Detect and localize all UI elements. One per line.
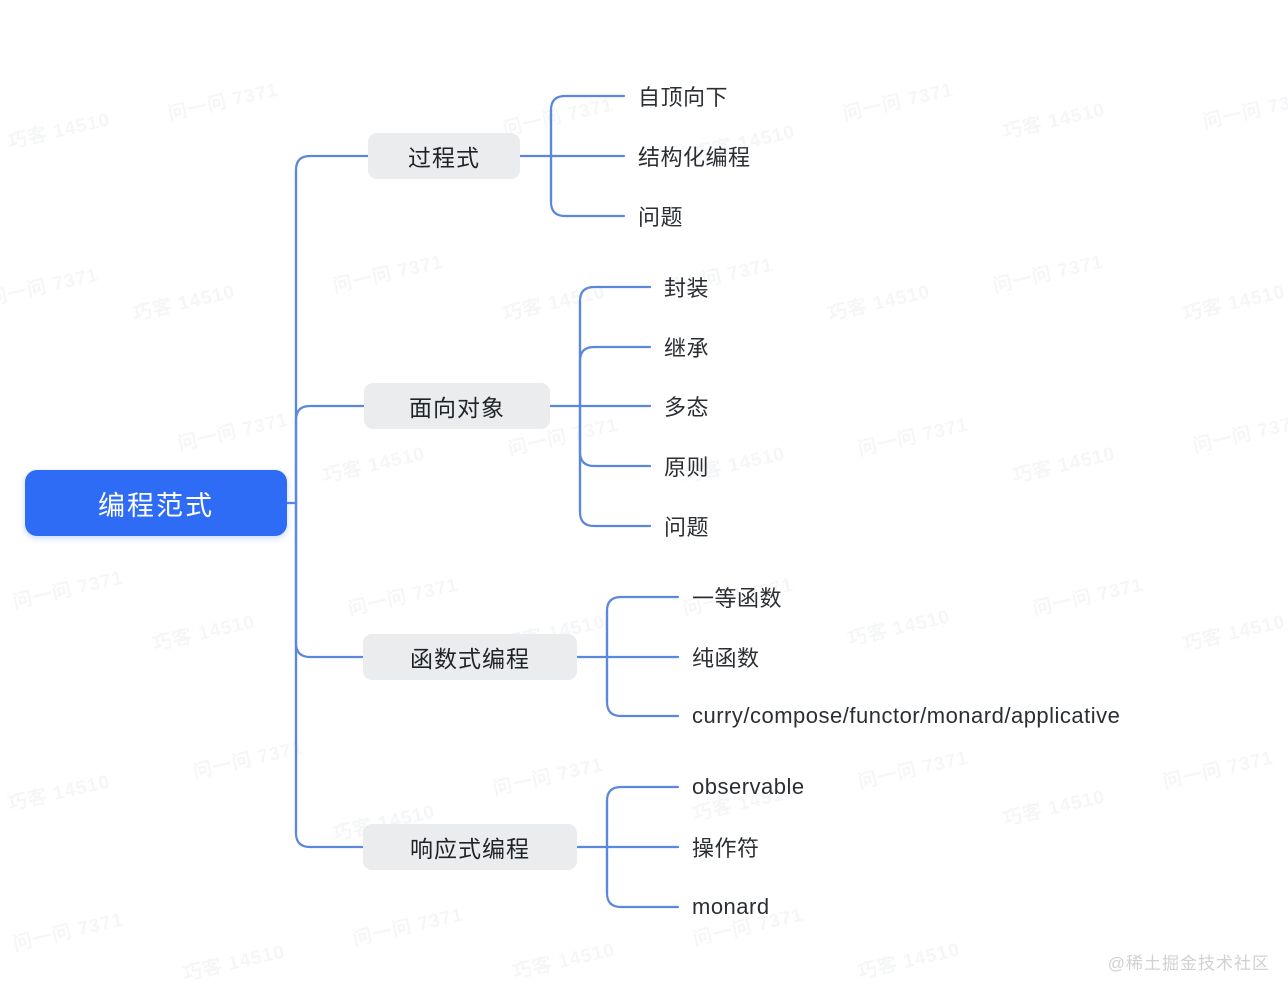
watermark-text: 巧客 14510 xyxy=(846,606,953,651)
watermark-text: 问一问 7371 xyxy=(351,904,466,951)
branch-node-label: 面向对象 xyxy=(409,395,505,421)
leaf-connector-4-3 xyxy=(605,845,680,909)
leaf-node-label: 多态 xyxy=(664,395,710,420)
watermark-text: 问一问 7371 xyxy=(346,574,461,621)
branch-node-label: 过程式 xyxy=(408,145,480,171)
leaf-node-3-3[interactable]: curry/compose/functor/monard/applicative xyxy=(692,700,1120,732)
watermark-text: 巧客 14510 xyxy=(1181,611,1288,656)
watermark-text: 巧客 14510 xyxy=(131,281,238,326)
watermark-text: 巧客 14510 xyxy=(1001,99,1108,144)
watermark-text: 问一问 7371 xyxy=(1161,747,1276,794)
leaf-node-label: 原则 xyxy=(664,455,710,480)
leaf-node-3-2[interactable]: 纯函数 xyxy=(692,641,760,673)
watermark-text: 巧客 14510 xyxy=(856,939,963,984)
root-node[interactable]: 编程范式 xyxy=(25,470,287,536)
watermark-text: 巧客 14510 xyxy=(511,939,618,984)
leaf-node-2-2[interactable]: 继承 xyxy=(664,331,709,363)
leaf-node-1-3[interactable]: 问题 xyxy=(638,200,683,232)
watermark-text: 问一问 7371 xyxy=(991,251,1106,298)
watermark-text: 问一问 7371 xyxy=(1201,87,1288,134)
watermark-text: 问一问 7371 xyxy=(1031,574,1146,621)
watermark-text: 巧客 14510 xyxy=(501,281,608,326)
watermark-text: 问一问 7371 xyxy=(191,737,306,784)
watermark-text: 问一问 7371 xyxy=(0,264,101,311)
watermark-text: 问一问 7371 xyxy=(841,79,956,126)
watermark-text: 巧客 14510 xyxy=(181,941,288,986)
leaf-connector-4-1 xyxy=(605,785,680,849)
leaf-connector-2-4 xyxy=(578,404,652,468)
branch-node-label: 响应式编程 xyxy=(410,836,530,862)
leaf-node-4-3[interactable]: monard xyxy=(692,891,770,923)
leaf-node-label: 自顶向下 xyxy=(638,85,729,110)
watermark-text: 问一问 7371 xyxy=(1191,411,1288,458)
branch-connector-1 xyxy=(294,154,370,505)
branch-node-3[interactable]: 函数式编程 xyxy=(363,634,577,680)
leaf-node-4-1[interactable]: observable xyxy=(692,771,805,803)
leaf-node-label: observable xyxy=(692,774,805,799)
watermark-text: 巧客 14510 xyxy=(826,281,933,326)
watermark-text: 巧客 14510 xyxy=(6,109,113,154)
watermark-text: 问一问 7371 xyxy=(501,94,616,141)
leaf-node-1-2[interactable]: 结构化编程 xyxy=(638,140,751,172)
branch-connector-2 xyxy=(294,404,366,505)
watermark-text: 问一问 7371 xyxy=(331,251,446,298)
leaf-node-4-2[interactable]: 操作符 xyxy=(692,831,760,863)
leaf-node-label: 封装 xyxy=(664,276,710,301)
leaf-node-label: 操作符 xyxy=(692,836,760,861)
leaf-node-1-1[interactable]: 自顶向下 xyxy=(638,80,728,112)
watermark-text: 巧客 14510 xyxy=(6,771,113,816)
watermark-text: 巧客 14510 xyxy=(321,443,428,488)
leaf-node-2-1[interactable]: 封装 xyxy=(664,271,709,303)
branch-node-label: 函数式编程 xyxy=(410,646,530,672)
branch-connector-3 xyxy=(294,501,365,659)
leaf-node-2-5[interactable]: 问题 xyxy=(664,510,709,542)
leaf-connector-1-1 xyxy=(549,94,626,158)
watermark-text: 问一问 7371 xyxy=(856,414,971,461)
watermark-text: 巧客 14510 xyxy=(151,611,258,656)
watermark-text: 问一问 7371 xyxy=(856,747,971,794)
branch-node-4[interactable]: 响应式编程 xyxy=(363,824,577,870)
watermark-text: 问一问 7371 xyxy=(491,754,606,801)
watermark-text: 巧客 14510 xyxy=(1181,281,1288,326)
credit-watermark: @稀土掘金技术社区 xyxy=(1107,954,1270,973)
watermark-text: 问一问 7371 xyxy=(11,567,126,614)
leaf-node-label: monard xyxy=(692,894,770,919)
watermark-text: 问一问 7371 xyxy=(176,409,291,456)
watermark-text: 问一问 7371 xyxy=(166,79,281,126)
leaf-connector-3-3 xyxy=(605,655,680,718)
watermark-text: 巧客 14510 xyxy=(1001,786,1108,831)
leaf-connector-2-5 xyxy=(578,404,652,528)
leaf-node-3-1[interactable]: 一等函数 xyxy=(692,581,782,613)
leaf-connector-2-1 xyxy=(578,285,652,408)
root-node-label: 编程范式 xyxy=(98,490,214,521)
leaf-connector-3-1 xyxy=(605,595,680,659)
leaf-node-label: 继承 xyxy=(664,336,710,361)
leaf-node-label: 问题 xyxy=(638,205,684,230)
leaf-node-label: curry/compose/functor/monard/applicative xyxy=(692,703,1121,728)
leaf-node-2-4[interactable]: 原则 xyxy=(664,450,709,482)
branch-connector-4 xyxy=(294,501,365,849)
leaf-node-label: 结构化编程 xyxy=(638,145,751,170)
branch-node-2[interactable]: 面向对象 xyxy=(364,383,550,429)
leaf-connector-2-2 xyxy=(578,345,652,408)
leaf-connector-1-3 xyxy=(549,154,626,218)
watermark-text: 问一问 7371 xyxy=(11,909,126,956)
branch-node-1[interactable]: 过程式 xyxy=(368,133,520,179)
watermark-text: 巧客 14510 xyxy=(1011,443,1118,488)
leaf-node-label: 问题 xyxy=(664,515,710,540)
leaf-node-label: 一等函数 xyxy=(692,586,783,611)
leaf-node-2-3[interactable]: 多态 xyxy=(664,390,709,422)
leaf-node-label: 纯函数 xyxy=(692,646,760,671)
